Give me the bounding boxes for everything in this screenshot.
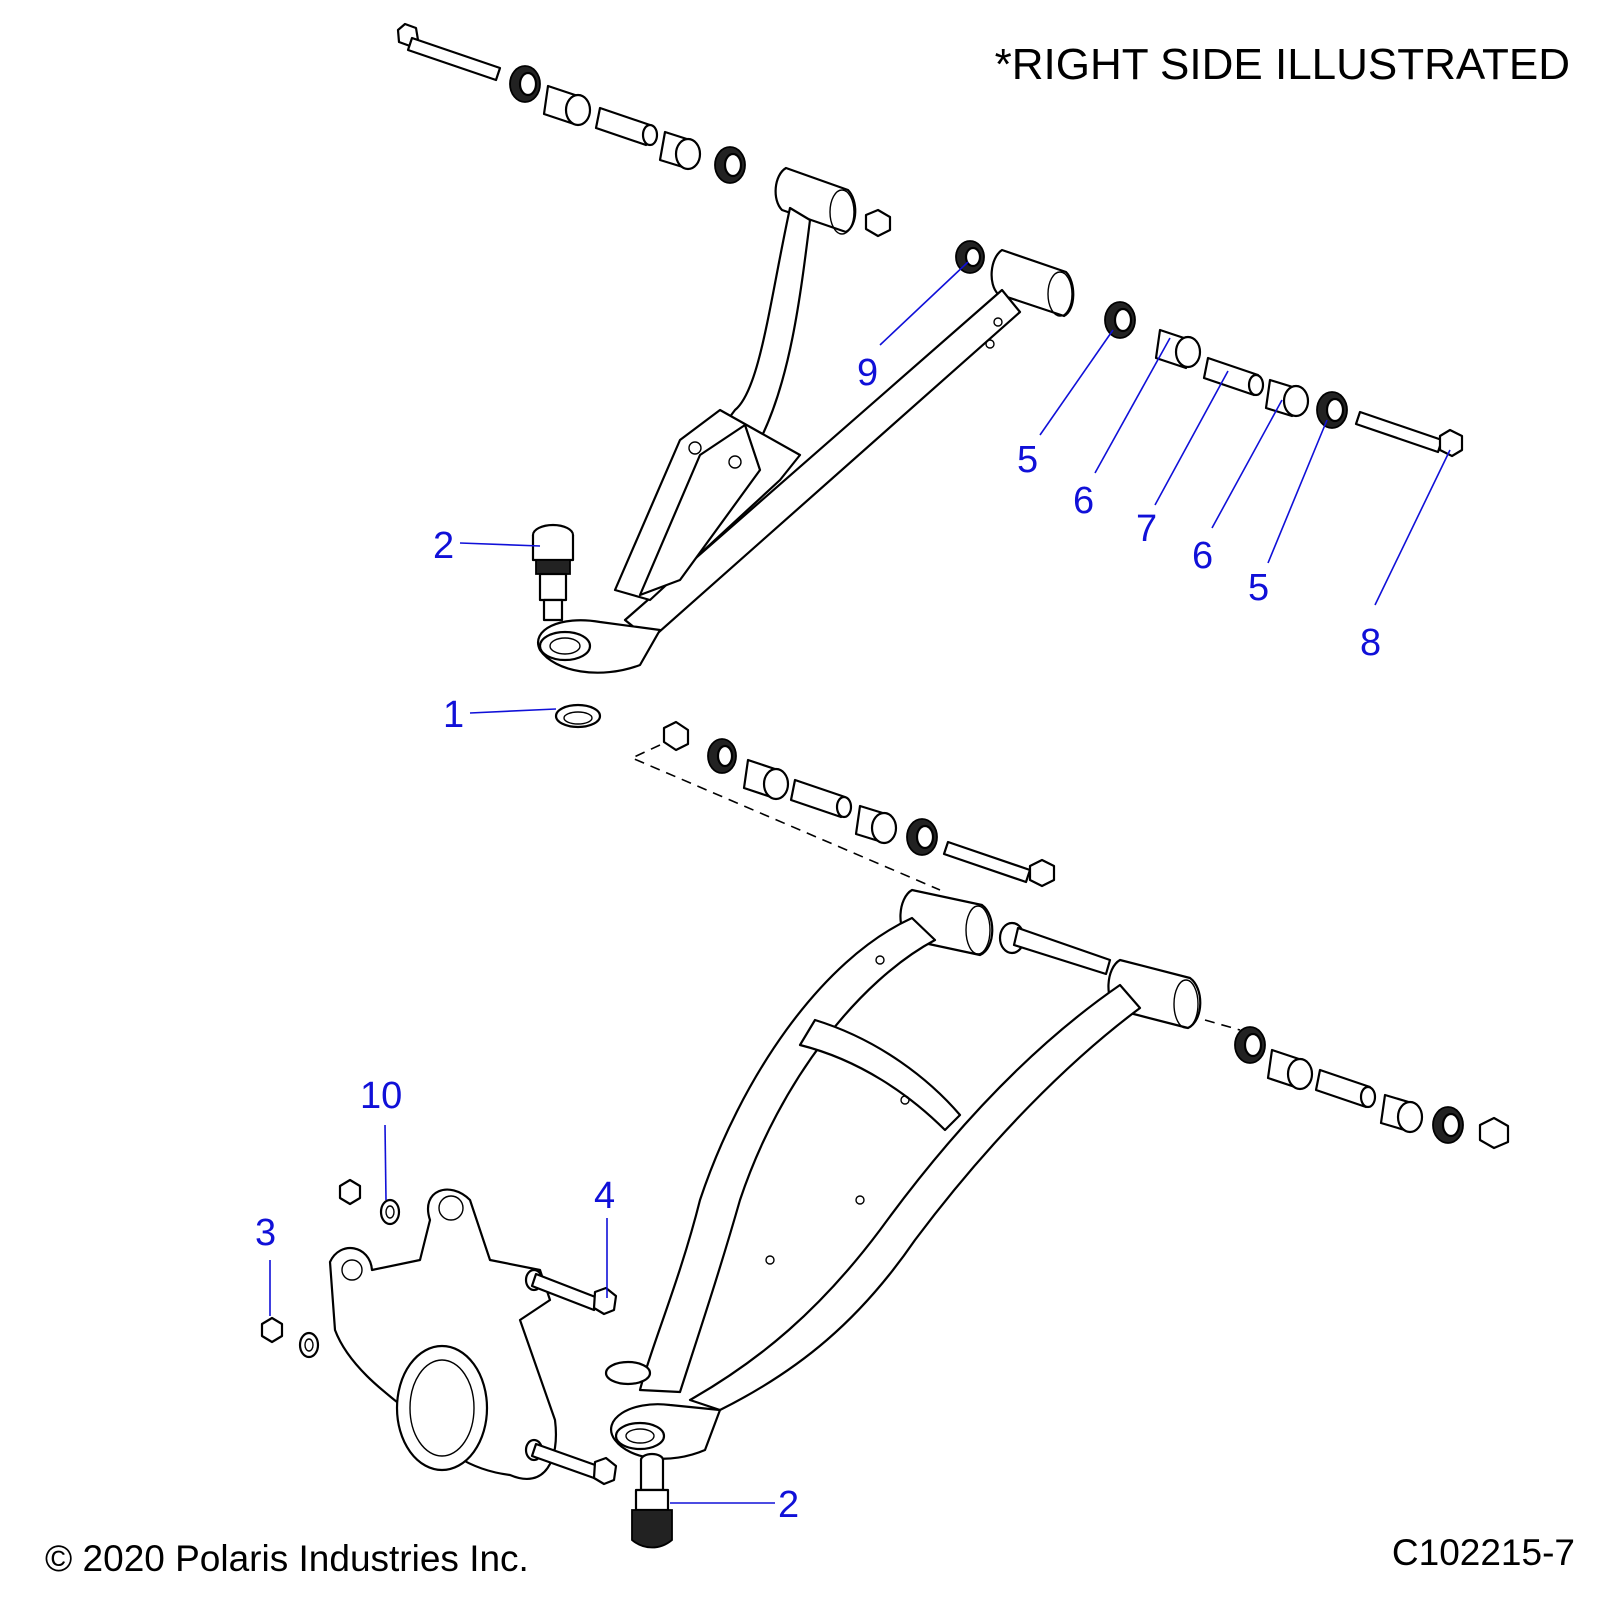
caliper-nut-upper bbox=[338, 1178, 362, 1206]
steering-knuckle-group bbox=[260, 1178, 618, 1486]
callout-leaders bbox=[269, 261, 1451, 1504]
callout-9: 9 bbox=[857, 352, 878, 394]
lower-a-arm bbox=[609, 888, 1202, 1460]
knuckle-lower-bolt bbox=[524, 1438, 618, 1486]
caliper-nut-lower bbox=[260, 1316, 284, 1344]
washer-lower bbox=[298, 1331, 320, 1359]
upper-ball-joint bbox=[531, 523, 575, 622]
callout-6-upper: 6 bbox=[1073, 480, 1094, 522]
upper-a-arm bbox=[537, 166, 1075, 674]
callout-8: 8 bbox=[1360, 622, 1381, 664]
upper-flange-nut bbox=[864, 208, 892, 238]
callout-10: 10 bbox=[360, 1075, 402, 1117]
callout-5-lower: 5 bbox=[1248, 567, 1269, 609]
leader-8 bbox=[1374, 449, 1451, 606]
retaining-ring-upper bbox=[554, 703, 602, 729]
leader-6b bbox=[1211, 399, 1283, 529]
callout-6-lower: 6 bbox=[1192, 535, 1213, 577]
upper-a-arm-group bbox=[396, 22, 1464, 729]
knuckle-upper-bolt bbox=[524, 1268, 618, 1316]
lower-front-bushings bbox=[662, 720, 1056, 888]
lower-a-arm-group bbox=[604, 720, 1510, 1549]
knuckle-bearing-bore bbox=[395, 1344, 489, 1472]
leader-6a bbox=[1094, 337, 1171, 474]
retaining-ring-lower bbox=[604, 1360, 652, 1386]
upper-front-bushings bbox=[509, 65, 746, 184]
lower-rear-dash bbox=[1204, 1019, 1241, 1031]
leader-10 bbox=[384, 1124, 387, 1201]
leader-2a bbox=[459, 542, 541, 547]
callout-4: 4 bbox=[594, 1175, 615, 1217]
lower-rear-bushings bbox=[1234, 1026, 1510, 1150]
lower-ball-joint bbox=[631, 1452, 673, 1549]
callout-3: 3 bbox=[255, 1212, 276, 1254]
copyright-notice: © 2020 Polaris Industries Inc. bbox=[45, 1538, 529, 1579]
leader-7 bbox=[1154, 370, 1229, 506]
callout-1: 1 bbox=[443, 694, 464, 736]
illustration-note: *RIGHT SIDE ILLUSTRATED bbox=[994, 40, 1570, 89]
callout-7: 7 bbox=[1136, 508, 1157, 550]
upper-front-bolt bbox=[396, 22, 502, 82]
leader-1 bbox=[469, 708, 557, 714]
leader-5a bbox=[1039, 329, 1114, 436]
leader-5b bbox=[1267, 419, 1328, 564]
lower-rear-bolt bbox=[998, 921, 1112, 976]
upper-rear-bushings bbox=[955, 240, 1464, 458]
figure-id: C102215-7 bbox=[1391, 1532, 1575, 1573]
callout-2-upper: 2 bbox=[433, 525, 454, 567]
callout-5-upper: 5 bbox=[1017, 439, 1038, 481]
callout-labels: 1 2 2 3 4 5 5 6 6 7 8 9 10 bbox=[255, 352, 1381, 1526]
callout-2-lower: 2 bbox=[778, 1484, 799, 1526]
leader-9 bbox=[879, 261, 969, 346]
washer-upper bbox=[379, 1198, 401, 1226]
